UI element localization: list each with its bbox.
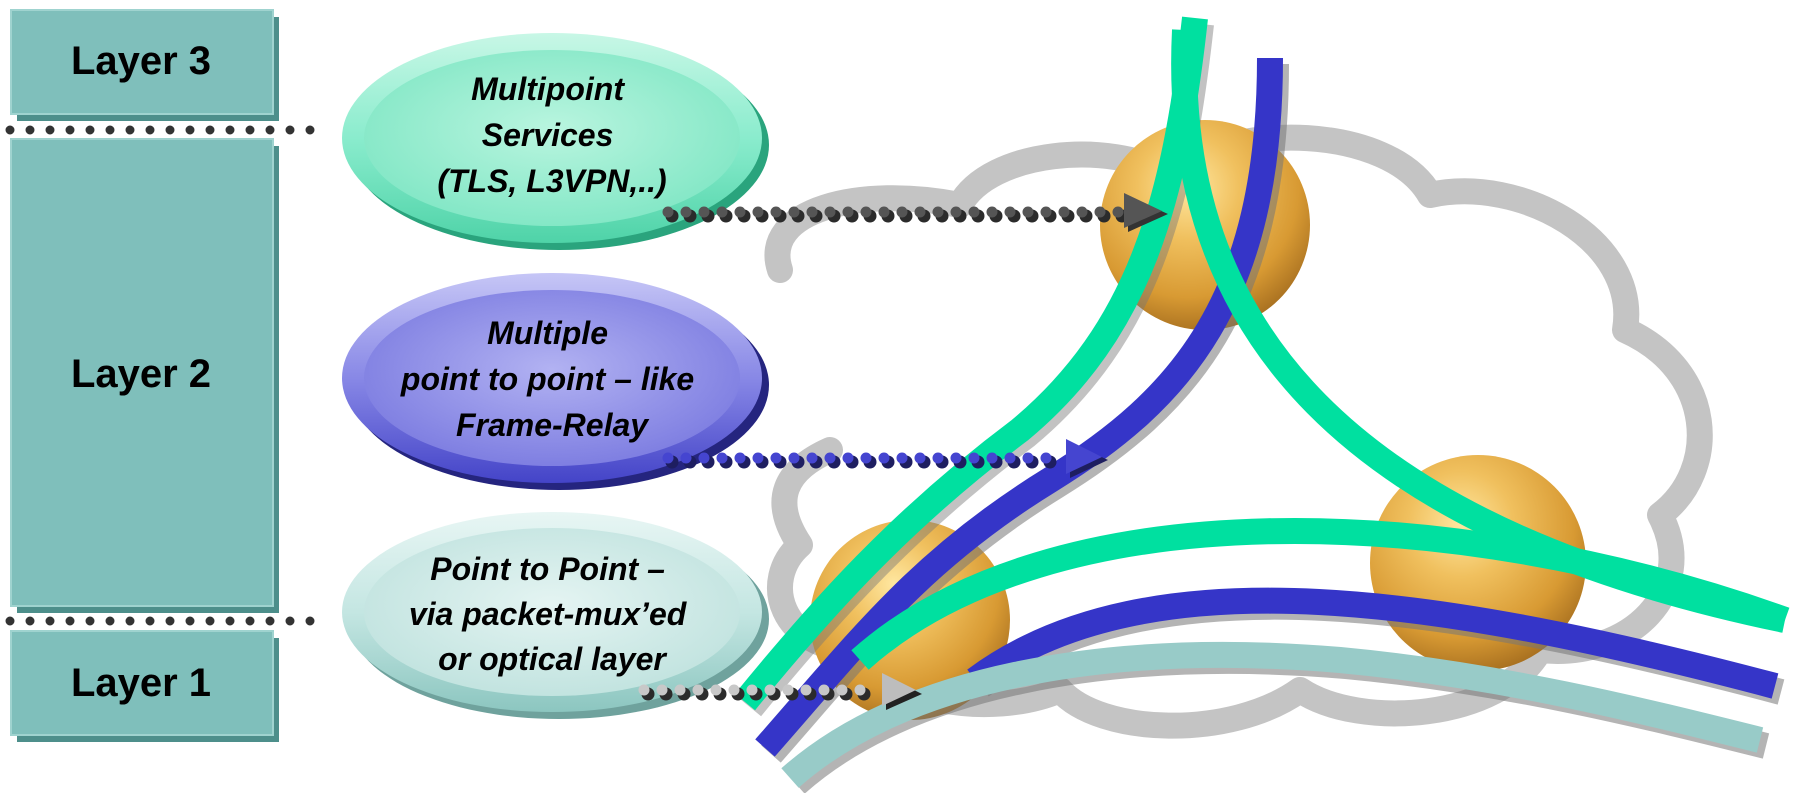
p2p-line-2: via packet-mux’ed <box>409 596 688 632</box>
multipoint-line-1: Multipoint <box>471 71 625 107</box>
service-multipoint: Multipoint Services (TLS, L3VPN,..) <box>342 33 769 250</box>
multiple-p2p-text: Multiple point to point – like Frame-Rel… <box>400 315 703 443</box>
p2p-text: Point to Point – via packet-mux’ed or op… <box>409 551 695 677</box>
arrow-multiple-p2p <box>662 439 1108 478</box>
p2p-line-1: Point to Point – <box>430 551 665 587</box>
layer-stack: Layer 3 Layer 2 Layer 1 <box>5 9 331 742</box>
service-p2p: Point to Point – via packet-mux’ed or op… <box>342 512 769 719</box>
layer2-box: Layer 2 <box>10 138 279 613</box>
green-track-left <box>734 16 1208 711</box>
layer1-label: Layer 1 <box>71 661 211 705</box>
layer2-label: Layer 2 <box>71 352 211 396</box>
layer1-box: Layer 1 <box>10 630 279 742</box>
multipoint-line-2: Services <box>482 117 614 153</box>
service-multiple-p2p: Multiple point to point – like Frame-Rel… <box>342 273 769 490</box>
multipoint-text: Multipoint Services (TLS, L3VPN,..) <box>437 71 666 199</box>
multiple-p2p-line-2: point to point – like <box>400 361 694 397</box>
blue-track-horizontal <box>967 587 1779 699</box>
light-teal-track <box>781 642 1764 788</box>
green-track-lower <box>851 517 1790 670</box>
p2p-line-3: or optical layer <box>438 641 667 677</box>
layer3-box: Layer 3 <box>10 9 279 121</box>
layer3-label: Layer 3 <box>71 39 211 83</box>
multiple-p2p-line-1: Multiple <box>487 315 608 351</box>
multiple-p2p-line-3: Frame-Relay <box>456 407 650 443</box>
arrow-p2p <box>638 673 922 710</box>
multipoint-line-3: (TLS, L3VPN,..) <box>437 163 666 199</box>
connection-tracks <box>734 16 1790 793</box>
arrow-multipoint <box>662 193 1168 232</box>
